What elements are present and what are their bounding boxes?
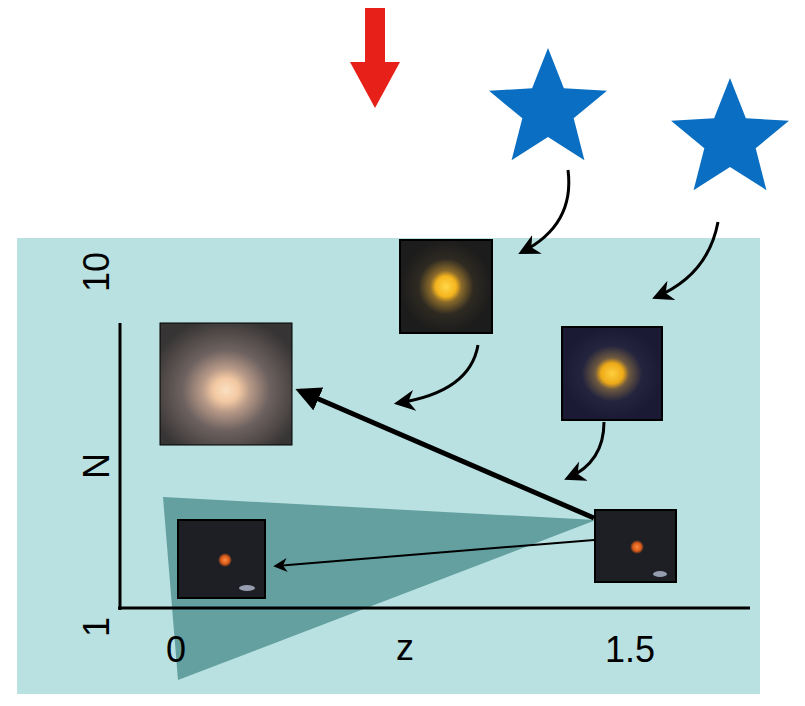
plot-panel [17,238,760,694]
galaxy-thumbnail [562,327,662,420]
axis-label: 10 [79,252,115,292]
red-arrow [350,8,400,108]
galaxy-thumbnail [400,240,492,333]
x-axis [118,607,750,610]
blue-star [489,48,607,160]
axis-label: 1.5 [605,632,655,668]
curved-arrow [568,422,604,478]
evolution-arrow [300,391,594,518]
wedge [163,497,596,680]
evolution-arrow [276,540,594,566]
galaxy-thumbnail [160,323,292,445]
galaxy-thumbnail [595,510,676,582]
blue-star [671,78,789,190]
y-axis [119,323,122,610]
curved-arrow [398,345,478,403]
axis-label: 1 [79,617,115,637]
axis-label: z [396,630,414,666]
galaxy-thumbnail [178,520,265,598]
curved-arrow [656,222,718,297]
axis-label: 0 [166,632,186,668]
axis-label: N [79,453,115,479]
curved-arrow [522,170,569,252]
